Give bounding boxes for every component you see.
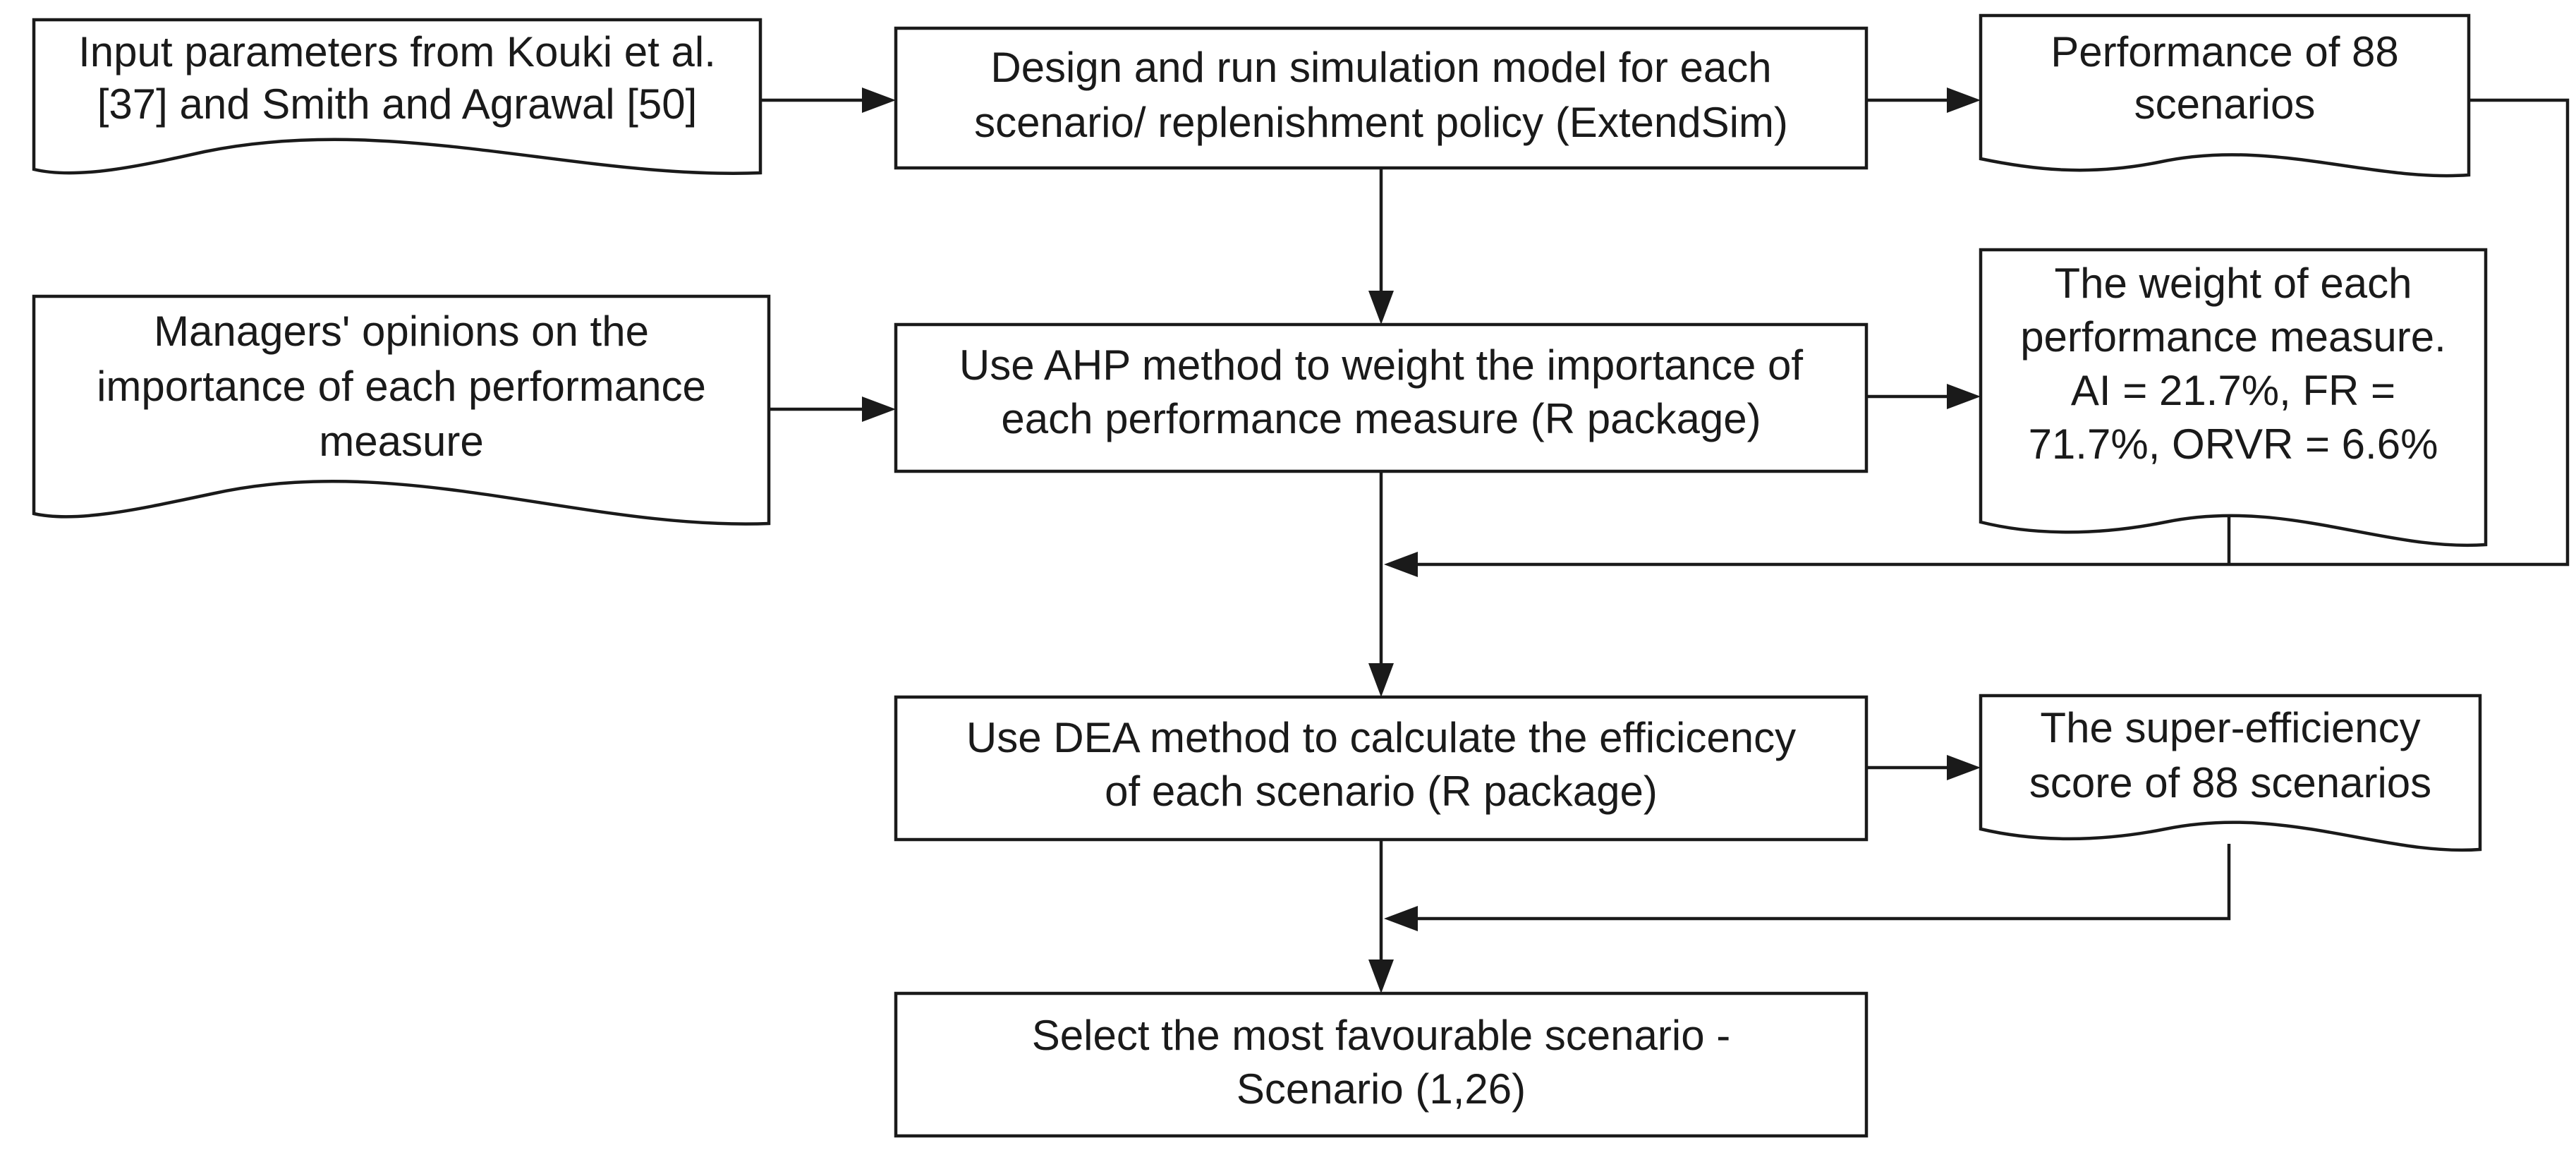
document-weights-line-2: performance measure. xyxy=(2020,313,2446,361)
arrowhead xyxy=(1368,960,1394,993)
process-dea-line-1: Use DEA method to calculate the efficice… xyxy=(966,714,1796,761)
process-design-run-simulation: Design and run simulation model for each… xyxy=(894,26,1869,170)
document-super-efficiency-line-2: score of 88 scenarios xyxy=(2029,759,2431,806)
document-managers-opinions-line-2: importance of each performance xyxy=(97,363,706,410)
line-performance-to-join xyxy=(1418,98,2570,567)
process-ahp-line-1: Use AHP method to weight the importance … xyxy=(959,341,1804,389)
document-performance-line-2: scenarios xyxy=(2134,80,2316,128)
process-design-run-line-2: scenario/ replenishment policy (ExtendSi… xyxy=(974,99,1788,146)
line-super-efficiency-to-join xyxy=(1418,844,2231,921)
process-select-line-2: Scenario (1,26) xyxy=(1237,1065,1526,1113)
document-super-efficiency-line-1: The super-efficiency xyxy=(2040,704,2420,751)
arrowhead xyxy=(862,87,896,113)
document-managers-opinions: Managers' opinions on the importance of … xyxy=(32,294,771,526)
document-performance-line-1: Performance of 88 xyxy=(2051,28,2399,75)
connectors xyxy=(760,87,2570,993)
process-dea-line-2: of each scenario (R package) xyxy=(1105,768,1658,815)
process-ahp-line-2: each performance measure (R package) xyxy=(1001,395,1761,442)
document-input-parameters-line-2: [37] and Smith and Agrawal [50] xyxy=(97,80,698,128)
arrowhead xyxy=(862,397,896,422)
process-select-scenario: Select the most favourable scenario - Sc… xyxy=(894,991,1869,1138)
arrowhead xyxy=(1384,552,1418,577)
document-managers-opinions-line-1: Managers' opinions on the xyxy=(154,308,649,355)
process-design-run-line-1: Design and run simulation model for each xyxy=(990,44,1771,91)
document-weights-line-1: The weight of each xyxy=(2055,260,2412,307)
document-weights: The weight of each performance measure. … xyxy=(1979,248,2488,547)
arrowhead xyxy=(1384,906,1418,931)
document-weights-line-3: AI = 21.7%, FR = xyxy=(2071,367,2395,414)
arrowhead xyxy=(1947,87,1981,113)
arrowhead xyxy=(1947,384,1981,409)
arrowhead xyxy=(1947,755,1981,780)
document-input-parameters-line-1: Input parameters from Kouki et al. xyxy=(78,28,716,75)
document-input-parameters: Input parameters from Kouki et al. [37] … xyxy=(32,18,763,175)
process-ahp-method: Use AHP method to weight the importance … xyxy=(894,322,1869,473)
document-performance: Performance of 88 scenarios xyxy=(1979,13,2471,178)
arrowhead xyxy=(1368,663,1394,697)
document-weights-line-4: 71.7%, ORVR = 6.6% xyxy=(2029,420,2438,468)
process-dea-method: Use DEA method to calculate the efficice… xyxy=(894,695,1869,842)
process-select-line-1: Select the most favourable scenario - xyxy=(1032,1012,1731,1059)
arrowhead xyxy=(1368,291,1394,325)
document-super-efficiency: The super-efficiency score of 88 scenari… xyxy=(1979,694,2482,852)
document-managers-opinions-line-3: measure xyxy=(319,418,483,465)
